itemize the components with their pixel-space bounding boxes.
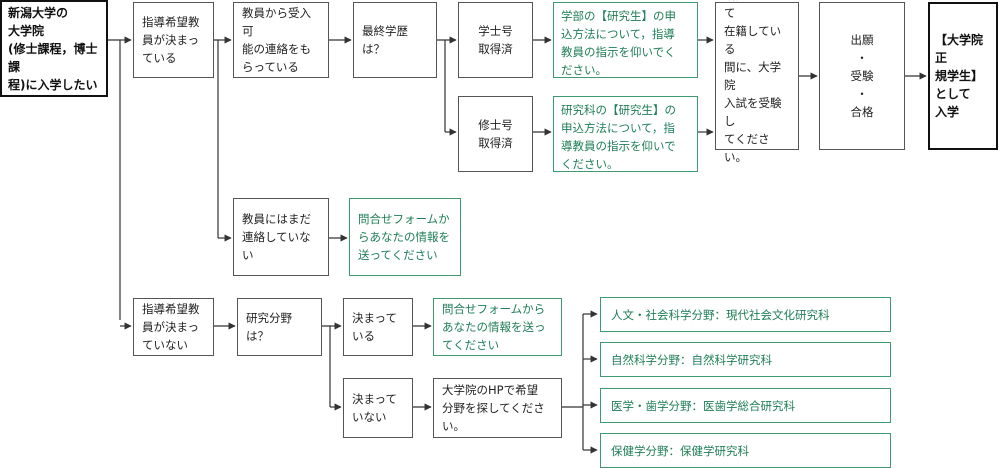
field-decided-node: 決まって いる: [343, 298, 413, 356]
master-node: 修士号 取得済: [458, 96, 533, 172]
dept-health-node: 保健学分野：保健学研究科: [600, 433, 891, 468]
dept-medical-node: 医学・歯学分野：医歯学総合研究科: [600, 388, 891, 423]
field-node: 研究分野は？: [237, 298, 322, 356]
bachelor-node: 学士号 取得済: [458, 2, 533, 78]
research-student-node: 研究生として 在籍している 間に、大学院 入試を受験し てください。: [715, 0, 799, 164]
last-degree-node: 最終学歴は？: [353, 2, 437, 78]
field-undecided-note-node: 大学院のHPで希望 分野を探してくださ い。: [433, 378, 562, 438]
field-decided-note-node: 問合せフォームから あなたの情報を送っ てください: [433, 298, 562, 356]
bachelor-note-node: 学部の【研究生】の申 込方法について，指導 教員の指示を仰いでく ださい。: [553, 2, 698, 78]
goal-node: 【大学院正 規学生】 として 入学: [928, 2, 998, 150]
advisor-decided-node: 指導希望教 員が決まっ ている: [133, 2, 214, 78]
start-node: 新潟大学の 大学院 (修士課程，博士課 程)に入学したい: [0, 0, 108, 97]
contact-yes-node: 教員から受入可 能の連絡をも らっている: [233, 2, 329, 78]
dept-science-node: 自然科学分野：自然科学研究科: [600, 342, 891, 377]
contact-no-note-node: 問合せフォームか らあなたの情報を 送ってください: [349, 198, 461, 276]
dept-humanities-node: 人文・社会科学分野：現代社会文化研究科: [600, 297, 891, 332]
exam-steps-node: 出願 ・ 受験 ・ 合格: [819, 2, 905, 150]
advisor-undecided-node: 指導希望教 員が決まっ ていない: [133, 298, 214, 356]
field-undecided-node: 決まって いない: [343, 378, 413, 438]
master-note-node: 研究科の【研究生】の 申込方法について，指 導教員の指示を仰いで ください。: [553, 96, 698, 172]
contact-no-node: 教員にはまだ 連絡していな い: [233, 198, 329, 276]
